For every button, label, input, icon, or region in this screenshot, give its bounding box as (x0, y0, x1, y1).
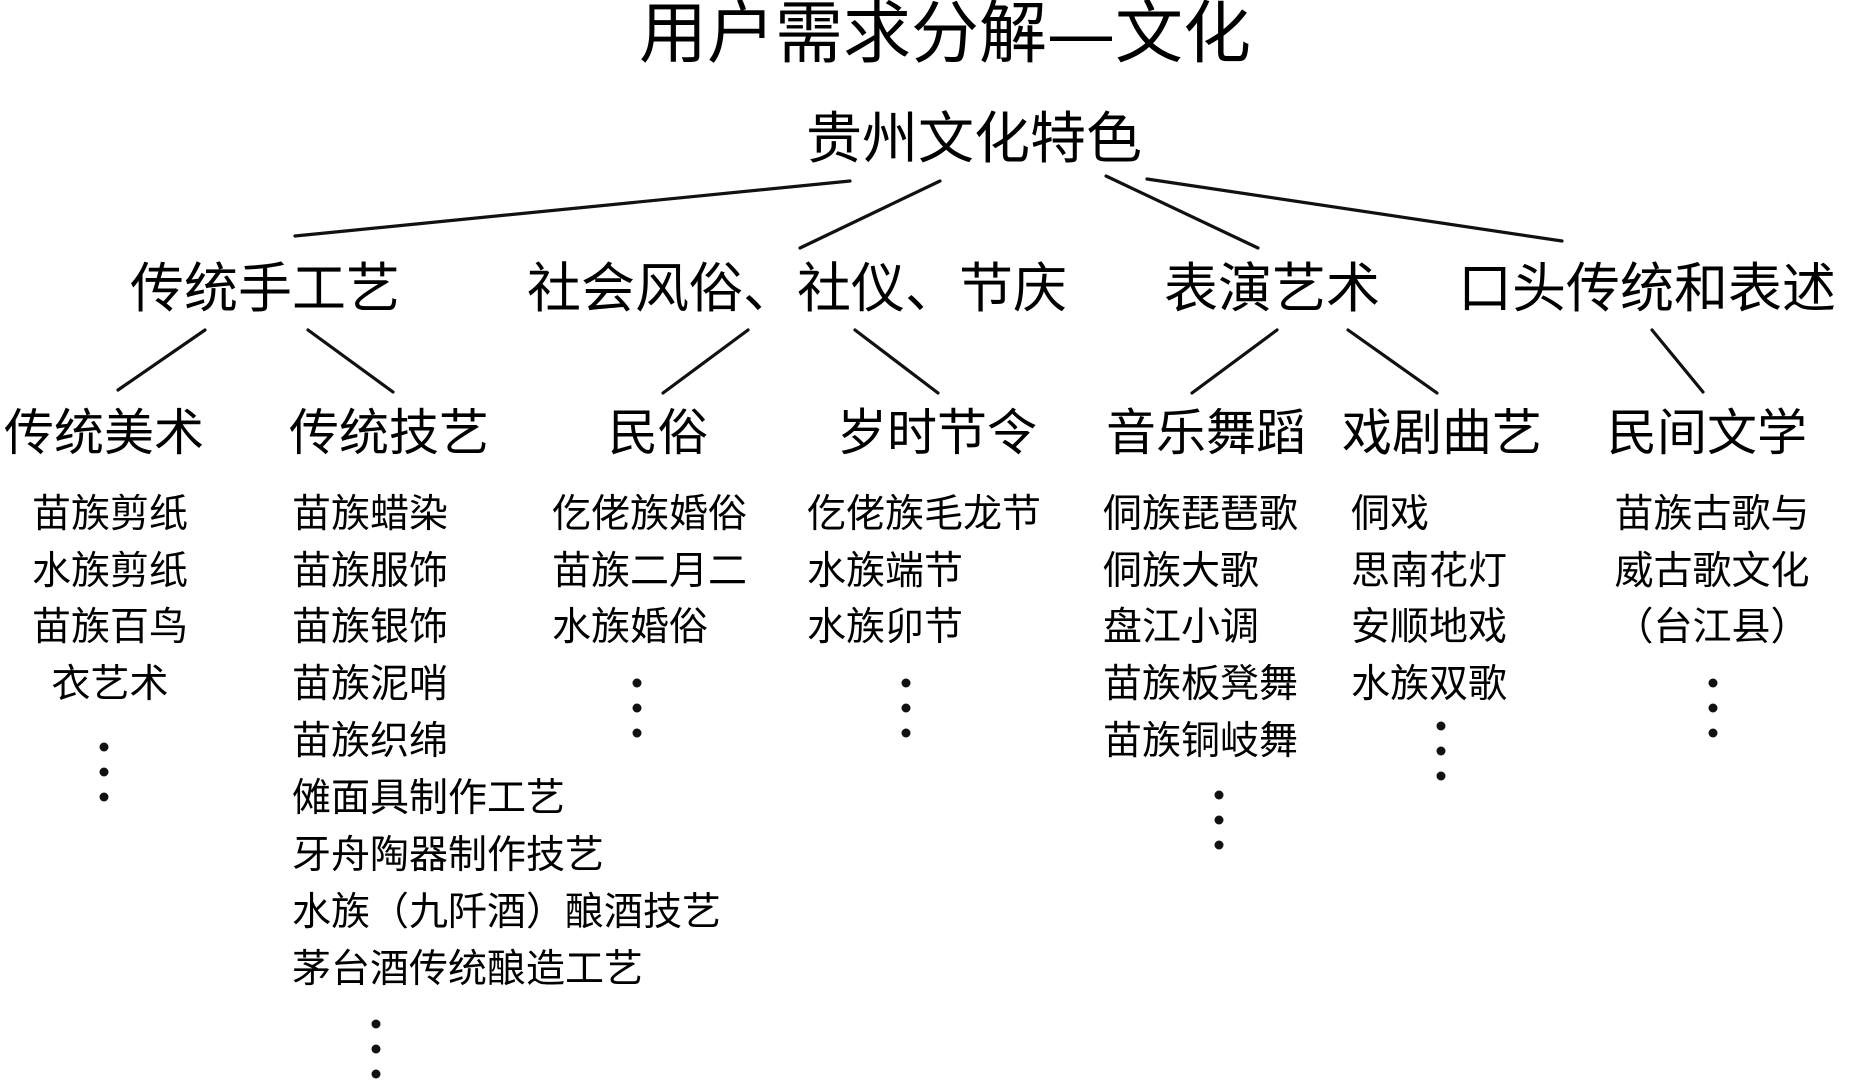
ellipsis-4 (1214, 790, 1224, 850)
ellipsis-5 (1436, 721, 1446, 781)
list-item: 威古歌文化 (1614, 549, 1809, 594)
edge-root-cat-3 (1145, 177, 1564, 243)
category-node-2: 表演艺术 (1164, 257, 1380, 320)
ellipsis-2 (632, 678, 642, 738)
ellipsis-3 (901, 678, 911, 738)
list-item: 仡佬族毛龙节 (807, 492, 1041, 537)
list-item: 苗族蜡染 (292, 492, 448, 537)
connector-lines (116, 174, 1705, 395)
list-item: 苗族泥哨 (292, 662, 448, 707)
subcategory-node-3: 岁时节令 (837, 404, 1037, 462)
list-item: 苗族织绵 (292, 719, 448, 764)
list-item: 苗族板凳舞 (1103, 662, 1298, 707)
list-item: 傩面具制作工艺 (292, 776, 565, 821)
category-node-1: 社会风俗、社仪、节庆 (527, 257, 1067, 320)
root-node: 贵州文化特色 (806, 107, 1142, 172)
item-list-0: 苗族剪纸 水族剪纸 苗族百鸟 衣艺术 (32, 492, 188, 707)
edge-cat1-sub-2 (661, 328, 750, 395)
subcategory-node-0: 传统美术 (4, 404, 204, 462)
edge-cat0-sub-1 (306, 328, 395, 394)
list-item: 水族婚俗 (552, 605, 708, 650)
list-item: （台江县） (1614, 605, 1809, 650)
ellipsis-1 (371, 1019, 381, 1079)
category-node-0: 传统手工艺 (130, 257, 400, 320)
list-item: 水族（九阡酒）酿酒技艺 (292, 890, 721, 935)
edge-cat2-sub-5 (1346, 328, 1439, 395)
list-item: 盘江小调 (1103, 605, 1259, 650)
subcategory-node-5: 戏剧曲艺 (1342, 404, 1542, 462)
list-item: 苗族铜岐舞 (1103, 719, 1298, 764)
list-item: 苗族服饰 (292, 549, 448, 594)
list-item: 安顺地戏 (1351, 605, 1507, 650)
list-item: 水族端节 (807, 549, 963, 594)
list-item: 水族双歌 (1351, 662, 1507, 707)
edge-cat3-sub-6 (1650, 328, 1705, 394)
list-item: 苗族剪纸 (32, 492, 188, 537)
item-list-1: 苗族蜡染 苗族服饰 苗族银饰 苗族泥哨 苗族织绵 傩面具制作工艺 牙舟陶器制作技… (292, 492, 721, 992)
ellipsis-0 (99, 742, 109, 802)
list-item: 牙舟陶器制作技艺 (292, 833, 604, 878)
list-item: 衣艺术 (51, 662, 168, 707)
list-item: 苗族古歌与 (1614, 492, 1809, 537)
edge-cat0-sub-0 (116, 328, 207, 392)
subcategory-node-4: 音乐舞蹈 (1106, 404, 1306, 462)
item-list-4: 侗族琵琶歌 侗族大歌 盘江小调 苗族板凳舞 苗族铜岐舞 (1103, 492, 1298, 764)
list-item: 侗族琵琶歌 (1103, 492, 1298, 537)
item-list-3: 仡佬族毛龙节 水族端节 水族卯节 (807, 492, 1041, 650)
list-item: 思南花灯 (1351, 549, 1507, 594)
edge-root-cat-2 (1104, 174, 1260, 250)
edge-cat1-sub-3 (853, 328, 940, 395)
subcategory-node-1: 传统技艺 (289, 404, 489, 462)
item-list-2: 仡佬族婚俗 苗族二月二 水族婚俗 (552, 492, 747, 650)
category-node-3: 口头传统和表述 (1458, 257, 1836, 320)
subcategory-node-2: 民俗 (608, 404, 708, 462)
ellipsis-6 (1708, 678, 1718, 738)
list-item: 水族卯节 (807, 605, 963, 650)
list-item: 茅台酒传统酿造工艺 (292, 947, 643, 992)
diagram-title: 用户需求分解—文化 (639, 0, 1251, 74)
edge-root-cat-1 (798, 179, 942, 250)
item-list-6: 苗族古歌与 威古歌文化 （台江县） (1614, 492, 1809, 650)
list-item: 苗族二月二 (552, 549, 747, 594)
edge-cat2-sub-4 (1190, 328, 1279, 395)
list-item: 侗戏 (1351, 492, 1429, 537)
list-item: 苗族银饰 (292, 605, 448, 650)
list-item: 苗族百鸟 (32, 605, 188, 650)
item-list-5: 侗戏 思南花灯 安顺地戏 水族双歌 (1351, 492, 1507, 707)
edge-root-cat-0 (293, 179, 852, 238)
list-item: 水族剪纸 (32, 549, 188, 594)
subcategory-node-6: 民间文学 (1607, 404, 1807, 462)
list-item: 侗族大歌 (1103, 549, 1259, 594)
list-item: 仡佬族婚俗 (552, 492, 747, 537)
